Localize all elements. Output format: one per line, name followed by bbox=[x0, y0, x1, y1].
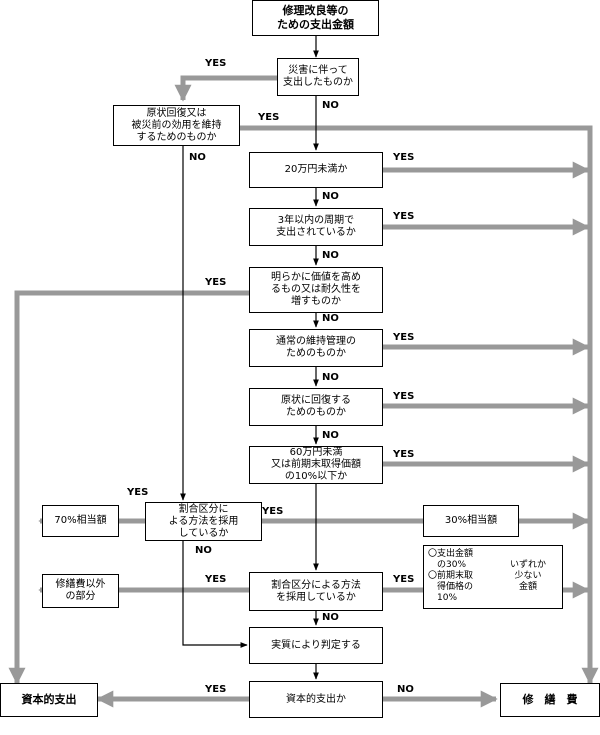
yes-label-under60: YES bbox=[393, 449, 415, 460]
judge-box: 実質により判定する bbox=[249, 627, 383, 664]
disaster-question: 災害に伴って 支出したものか bbox=[277, 58, 359, 96]
yes-label-maintenance: YES bbox=[393, 332, 415, 343]
start-box: 修理改良等の ための支出金額 bbox=[252, 0, 379, 36]
yes-label-under20: YES bbox=[393, 152, 415, 163]
no-label-under20: NO bbox=[322, 191, 339, 202]
under60-question: 60万円未満 又は前期末取得価額 の10%以下か bbox=[249, 446, 383, 484]
no-label-3years: NO bbox=[322, 250, 339, 261]
lesser-right-text: いずれか 少ない 金額 bbox=[510, 560, 547, 592]
capital-question: 資本的支出か bbox=[249, 681, 383, 718]
no-label-maintenance: NO bbox=[322, 372, 339, 383]
no-label-disaster: NO bbox=[322, 100, 339, 111]
yes-restore-line bbox=[240, 125, 599, 685]
yes-disaster-line bbox=[174, 75, 277, 102]
repair-cost-box: 修 繕 費 bbox=[500, 683, 600, 717]
yes-label-original: YES bbox=[393, 391, 415, 402]
no-label-ratio1: NO bbox=[195, 545, 212, 556]
no-label-ratio2: NO bbox=[322, 612, 339, 623]
no-label-value: NO bbox=[322, 313, 339, 324]
yes-label-ratio1-right: YES bbox=[262, 506, 284, 517]
3years-question: 3年以内の周期で 支出されているか bbox=[249, 208, 383, 246]
yes-value-line bbox=[8, 290, 249, 685]
value-question: 明らかに価値を高め るもの又は耐久性を 増すものか bbox=[249, 267, 383, 313]
pct70-box: 70%相当額 bbox=[42, 505, 119, 537]
yes-label-ratio2-left: YES bbox=[205, 574, 227, 585]
yes-label-capital: YES bbox=[205, 684, 227, 695]
yes-label-disaster: YES bbox=[205, 58, 227, 69]
yes-label-ratio2-right: YES bbox=[393, 574, 415, 585]
no-label-capital: NO bbox=[397, 684, 414, 695]
maintenance-question: 通常の維持管理の ためのものか bbox=[249, 329, 383, 367]
pct30-box: 30%相当額 bbox=[423, 505, 519, 537]
yes-label-restore: YES bbox=[258, 112, 280, 123]
ratio2-question: 割合区分による方法 を採用しているか bbox=[249, 572, 383, 611]
flow-ratio1-no bbox=[182, 541, 248, 648]
lesser-left-text: 〇支出金額 の30% 〇前期末取 得価格の 10% bbox=[428, 549, 474, 603]
non-repair-box: 修繕費以外 の部分 bbox=[42, 574, 119, 608]
no-label-restore: NO bbox=[189, 152, 206, 163]
restore-question: 原状回復又は 被災前の効用を維持 するためのものか bbox=[113, 105, 240, 146]
ratio1-question: 割合区分に よる方法を採用 しているか bbox=[145, 502, 262, 541]
yes-label-ratio1-left: YES bbox=[127, 487, 149, 498]
yes-label-3years: YES bbox=[393, 211, 415, 222]
capital-expenditure-box: 資本的支出 bbox=[0, 683, 98, 717]
lesser-amount-box: 〇支出金額 の30% 〇前期末取 得価格の 10% いずれか 少ない 金額 bbox=[423, 545, 563, 609]
yes-label-value: YES bbox=[205, 277, 227, 288]
no-label-original: NO bbox=[322, 430, 339, 441]
original-question: 原状に回復する ためのものか bbox=[249, 388, 383, 426]
under20-question: 20万円未満か bbox=[249, 152, 383, 188]
